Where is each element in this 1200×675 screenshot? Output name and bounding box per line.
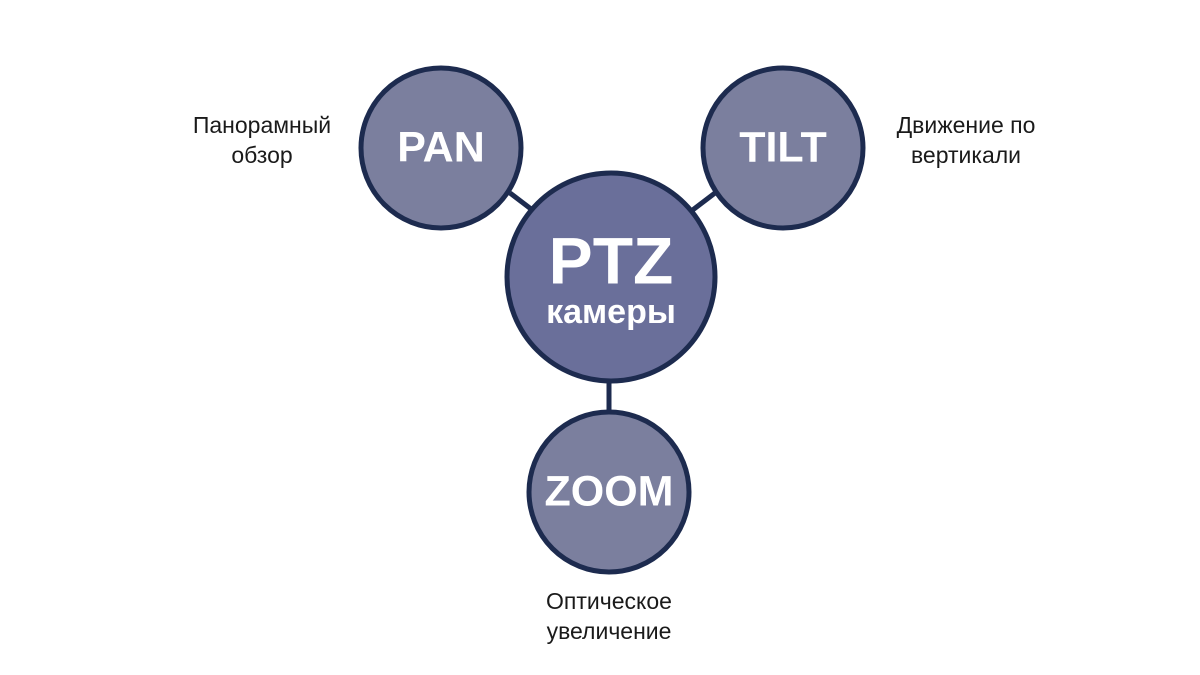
ptz-hub-node: PTZ камеры — [504, 170, 718, 384]
hub-title: PTZ — [549, 223, 674, 297]
pan-caption: Панорамный обзор — [182, 110, 342, 170]
zoom-caption: Оптическое увеличение — [529, 586, 689, 646]
zoom-caption-line1: Оптическое — [546, 588, 672, 614]
pan-label: PAN — [397, 123, 485, 171]
zoom-caption-line2: увеличение — [546, 618, 672, 644]
tilt-label: TILT — [739, 123, 827, 171]
pan-caption-line1: Панорамный — [192, 112, 332, 138]
tilt-caption-line2: вертикали — [910, 142, 1022, 168]
pan-caption-line2: обзор — [231, 142, 293, 168]
tilt-caption: Движение по вертикали — [882, 110, 1050, 170]
hub-subtitle: камеры — [546, 293, 676, 331]
zoom-label: ZOOM — [545, 467, 674, 515]
pan-node: PAN — [358, 65, 524, 231]
connector-hub-tilt — [688, 191, 717, 214]
tilt-node: TILT — [700, 65, 866, 231]
tilt-caption-line1: Движение по — [896, 112, 1036, 138]
zoom-node: ZOOM — [526, 409, 692, 575]
